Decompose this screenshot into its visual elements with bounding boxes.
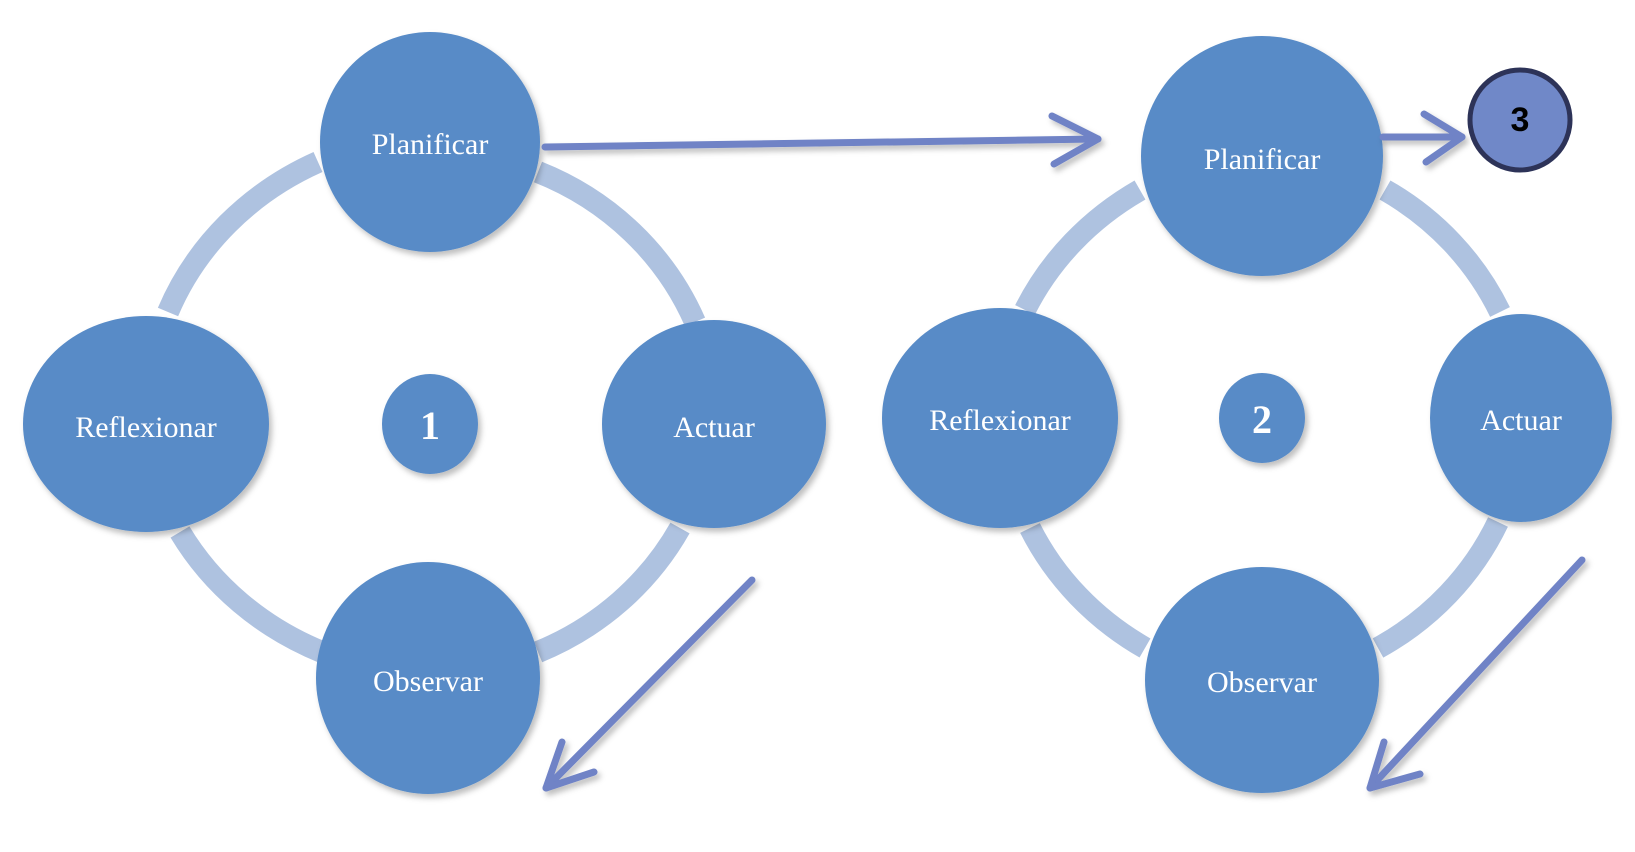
cycle-2-number: 2: [1252, 397, 1272, 442]
cycle-1-ring: [157, 151, 706, 663]
cycle-1: Planificar Actuar Observar Reflexionar 1: [23, 32, 826, 794]
cycle-1-ring-arc-bottom-left: [170, 526, 327, 663]
cycle-2-ring-arc-bottom-left: [1020, 522, 1151, 658]
cycle-2-node-planificar: [1141, 36, 1383, 276]
cycle-1-label-observar: Observar: [373, 665, 483, 698]
cycle-2-number-circle: [1219, 373, 1305, 463]
cycle-2-ring-arc-bottom-right: [1372, 517, 1508, 658]
arrows: [541, 110, 1586, 792]
cycle-3-badge: 3: [1467, 67, 1573, 173]
cycle-1-number: 1: [420, 403, 440, 448]
cycle-1-ring-arc-top-right: [533, 161, 706, 327]
cycle-1-node-reflexionar: [23, 316, 269, 532]
cycle-2-node-reflexionar: [882, 308, 1118, 528]
cycle-2-label-actuar: Actuar: [1480, 404, 1562, 437]
cycle-2-node-observar: [1145, 567, 1379, 793]
cycle-2-ring: [1015, 180, 1510, 658]
cycle-2-ring-arc-top-left: [1015, 180, 1146, 316]
cycle-1-node-observar: [316, 562, 540, 794]
arrow-cycle1-to-cycle2: [541, 112, 1102, 168]
cycle-2-ring-arc-top-right: [1379, 180, 1510, 317]
cycle-1-ring-arc-top-left: [157, 151, 323, 317]
cycle-2-label-reflexionar: Reflexionar: [929, 404, 1071, 437]
cycle-2-node-actuar: [1430, 314, 1612, 522]
cycle-1-number-circle: [382, 374, 478, 474]
cycle-2-label-planificar: Planificar: [1204, 143, 1321, 176]
cycle-1-node-actuar: [602, 320, 826, 528]
arrow-cycle2-down-left: [1366, 556, 1586, 792]
cycle-2-label-observar: Observar: [1207, 666, 1317, 699]
cycle-1-label-reflexionar: Reflexionar: [75, 411, 217, 444]
cycle-2: Planificar Actuar Observar Reflexionar 2: [882, 36, 1612, 793]
cycle-1-label-actuar: Actuar: [673, 411, 755, 444]
cycle-1-ring-arc-bottom-right: [533, 522, 690, 663]
arrow-cycle2-to-cycle3: [1379, 110, 1466, 166]
arrow-cycle1-down-left: [542, 576, 756, 792]
cycle-1-node-planificar: [320, 32, 540, 252]
cycle-1-label-planificar: Planificar: [372, 128, 489, 161]
cycle-3-number: 3: [1511, 101, 1530, 139]
